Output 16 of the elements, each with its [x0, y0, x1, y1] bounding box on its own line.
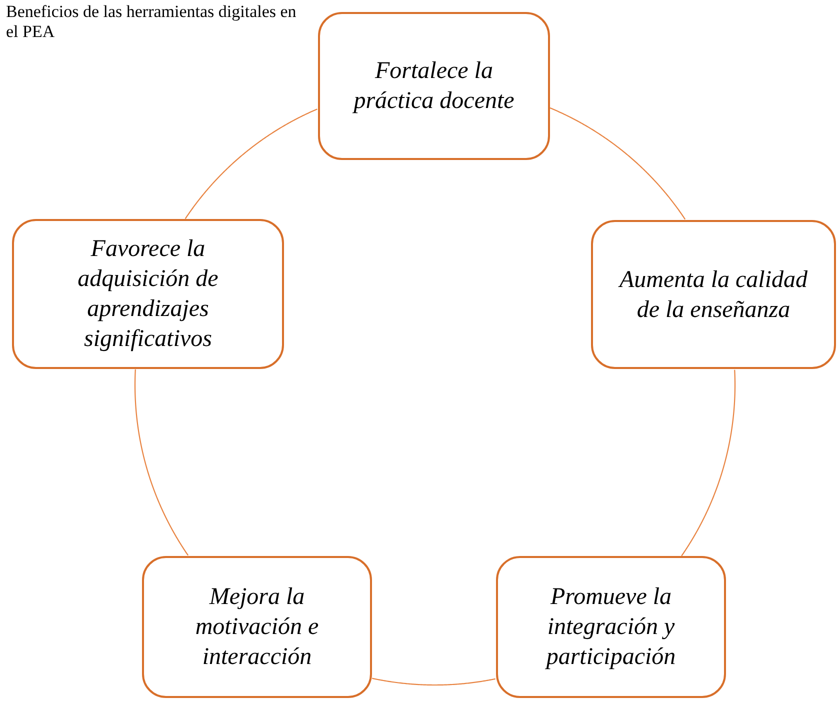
connector-arc [184, 108, 318, 220]
box-label: Promueve la integración y participación [544, 583, 677, 672]
connector-arc [372, 678, 496, 686]
connector-arc [681, 370, 736, 556]
rounded-box [496, 556, 726, 698]
rounded-box [142, 556, 372, 698]
rounded-box [318, 12, 550, 160]
title: Beneficios de las herramientas digitales en el PEA [6, 2, 298, 42]
box-label: Aumenta la calidad de la enseñanza [617, 266, 808, 324]
box-label: Favorece la adquisición de aprendizajes significativos [76, 235, 220, 354]
box-label: Mejora la motivación e interacción [194, 583, 320, 672]
box-label: Fortalece la práctica docente [352, 57, 516, 116]
connector-arc [134, 369, 189, 556]
rounded-box [591, 220, 836, 369]
connector-arc [550, 107, 686, 220]
rounded-box [12, 219, 284, 369]
